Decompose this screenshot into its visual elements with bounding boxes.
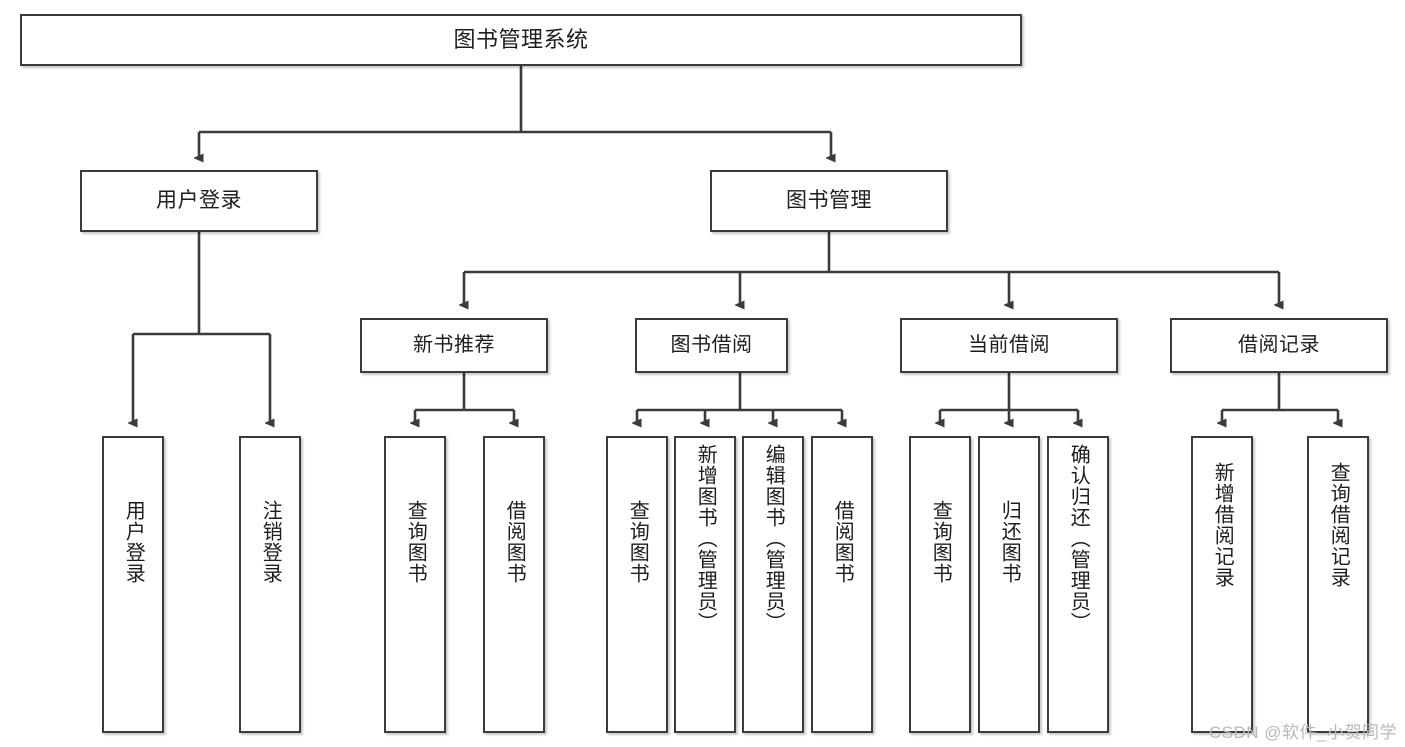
leaf-newbook-borrow-book[interactable]: 借阅图书 — [483, 436, 545, 733]
node-new-book-recommend-label: 新书推荐 — [413, 334, 495, 356]
connector-newbook-to-leaves — [415, 373, 514, 423]
leaf-borrow-borrow-book[interactable]: 借阅图书 — [811, 436, 873, 733]
node-new-book-recommend[interactable]: 新书推荐 — [360, 318, 548, 373]
node-current-borrow-label: 当前借阅 — [968, 334, 1050, 356]
leaf-current-return-book-label: 归还图书 — [998, 500, 1021, 584]
leaf-record-add-borrow-record-label: 新增借阅记录 — [1211, 462, 1234, 588]
leaf-borrow-borrow-book-label: 借阅图书 — [831, 500, 854, 584]
connector-borrowrecord-to-leaves — [1222, 373, 1338, 423]
connector-bookmgmt-to-level2 — [464, 232, 1279, 305]
node-book-management[interactable]: 图书管理 — [710, 170, 948, 232]
node-user-login[interactable]: 用户登录 — [80, 170, 318, 232]
leaf-borrow-query-book[interactable]: 查询图书 — [606, 436, 668, 733]
leaf-current-confirm-return-admin-label: 确认归还（管理员） — [1067, 444, 1090, 633]
node-borrow-record[interactable]: 借阅记录 — [1170, 318, 1388, 373]
leaf-logout-label: 注销登录 — [259, 500, 282, 584]
leaf-borrow-add-book-admin-label: 新增图书（管理员） — [694, 444, 717, 633]
connector-root-to-level1 — [199, 66, 831, 158]
node-root-book-management-system[interactable]: 图书管理系统 — [20, 14, 1022, 66]
leaf-current-return-book[interactable]: 归还图书 — [978, 436, 1040, 733]
leaf-borrow-edit-book-admin[interactable]: 编辑图书（管理员） — [742, 436, 804, 733]
node-book-management-label: 图书管理 — [786, 188, 872, 212]
connector-currentborrow-to-leaves — [940, 373, 1078, 423]
connector-borrowbook-to-leaves — [637, 373, 842, 423]
node-root-label: 图书管理系统 — [453, 27, 589, 53]
leaf-borrow-add-book-admin[interactable]: 新增图书（管理员） — [674, 436, 736, 733]
leaf-logout[interactable]: 注销登录 — [239, 436, 301, 733]
node-book-borrow-label: 图书借阅 — [670, 334, 753, 356]
leaf-current-confirm-return-admin[interactable]: 确认归还（管理员） — [1047, 436, 1109, 733]
leaf-newbook-query-book[interactable]: 查询图书 — [384, 436, 446, 733]
node-borrow-record-label: 借阅记录 — [1238, 334, 1320, 356]
node-current-borrow[interactable]: 当前借阅 — [900, 318, 1118, 373]
leaf-user-login-label: 用户登录 — [122, 500, 145, 584]
connector-userlogin-to-leaves — [133, 232, 270, 423]
node-book-borrow[interactable]: 图书借阅 — [635, 318, 788, 373]
leaf-current-query-book-label: 查询图书 — [929, 500, 952, 584]
leaf-user-login[interactable]: 用户登录 — [102, 436, 164, 733]
leaf-borrow-query-book-label: 查询图书 — [626, 500, 649, 584]
leaf-borrow-edit-book-admin-label: 编辑图书（管理员） — [762, 444, 785, 633]
leaf-record-query-borrow-record-label: 查询借阅记录 — [1327, 462, 1350, 588]
leaf-newbook-query-book-label: 查询图书 — [404, 500, 427, 584]
leaf-newbook-borrow-book-label: 借阅图书 — [503, 500, 526, 584]
leaf-record-add-borrow-record[interactable]: 新增借阅记录 — [1191, 436, 1253, 733]
node-user-login-label: 用户登录 — [156, 188, 242, 212]
leaf-current-query-book[interactable]: 查询图书 — [909, 436, 971, 733]
leaf-record-query-borrow-record[interactable]: 查询借阅记录 — [1307, 436, 1369, 733]
